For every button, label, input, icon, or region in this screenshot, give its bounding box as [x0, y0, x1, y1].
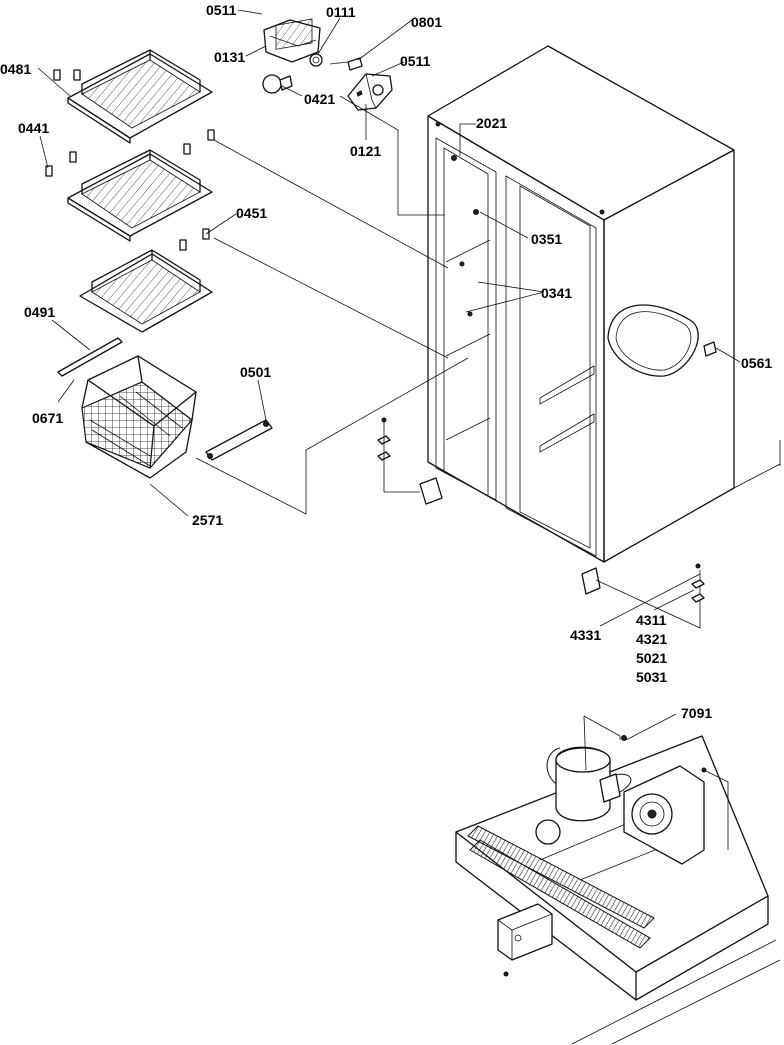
light-assembly — [262, 18, 445, 216]
basket-rails — [57, 337, 273, 461]
label-0441: 0441 — [18, 120, 49, 136]
label-0351: 0351 — [531, 231, 562, 247]
label-0501: 0501 — [240, 364, 271, 380]
label-5021: 5021 — [636, 650, 667, 666]
label-7091: 7091 — [681, 705, 712, 721]
refrigerator-cabinet — [377, 45, 781, 629]
label-0481: 0481 — [0, 61, 31, 77]
shelf-bottom — [79, 249, 213, 333]
part-labels: 0511 0111 0801 0131 0511 0481 0421 0121 … — [0, 2, 772, 721]
leader-lines — [37, 9, 741, 627]
label-0131: 0131 — [214, 49, 245, 65]
label-0671: 0671 — [32, 410, 63, 426]
shelf-top — [53, 49, 215, 155]
label-4321: 4321 — [636, 631, 667, 647]
label-5031: 5031 — [636, 669, 667, 685]
shelf-middle — [45, 149, 213, 251]
label-0561: 0561 — [741, 355, 772, 371]
label-4331: 4331 — [570, 627, 601, 643]
label-0801: 0801 — [411, 14, 442, 30]
label-0421: 0421 — [304, 91, 335, 107]
label-0121: 0121 — [350, 143, 381, 159]
guide-lines — [195, 139, 469, 515]
label-4311: 4311 — [636, 612, 667, 628]
label-0511-right: 0511 — [400, 53, 431, 69]
label-0341: 0341 — [541, 285, 572, 301]
label-0111: 0111 — [326, 4, 356, 20]
label-0511-top: 0511 — [206, 2, 237, 18]
label-0451: 0451 — [236, 205, 267, 221]
freezer-basket — [81, 355, 197, 479]
label-2571: 2571 — [192, 512, 223, 528]
label-0491: 0491 — [24, 304, 55, 320]
label-2021: 2021 — [476, 115, 507, 131]
machine-compartment — [455, 440, 781, 1045]
